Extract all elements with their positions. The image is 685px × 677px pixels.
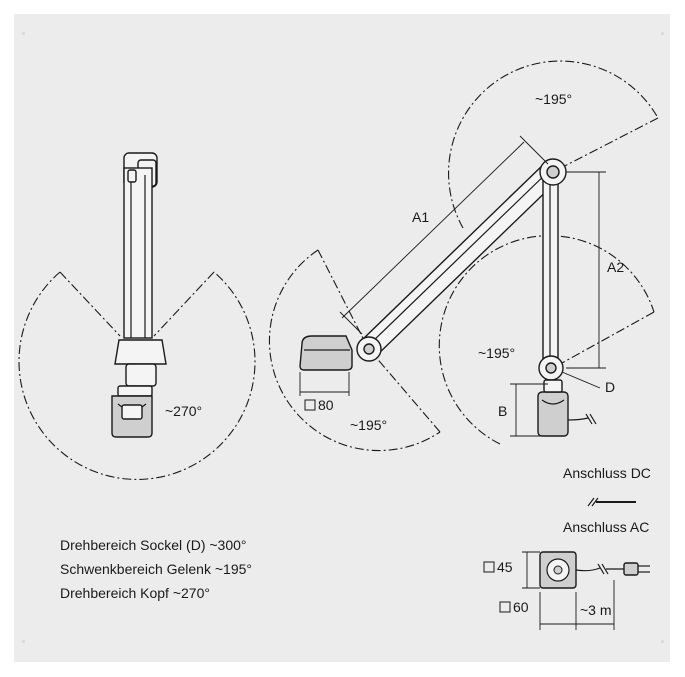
head-rotation-arc: [18, 271, 256, 480]
angle-label-mid: ~195°: [478, 345, 515, 361]
note-joint-swivel: Schwenkbereich Gelenk ~195°: [60, 561, 252, 577]
note-head-rotation: Drehbereich Kopf ~270°: [60, 585, 210, 601]
angle-label-head: ~270°: [165, 403, 202, 419]
upper-arm: [361, 160, 561, 358]
dim-d: D: [605, 379, 615, 395]
side-view-lamp: ~270°: [18, 152, 256, 480]
corner-mark: [22, 32, 25, 35]
corner-mark: [661, 640, 664, 643]
lamp-head: [299, 335, 353, 371]
angle-label-bottom: ~195°: [350, 417, 387, 433]
note-base-rotation: Drehbereich Sockel (D) ~300°: [60, 537, 247, 553]
angle-label-top: ~195°: [535, 91, 572, 107]
label-anschluss-ac: Anschluss AC: [563, 519, 649, 535]
bottom-joint-arc: [268, 249, 441, 452]
dim-square-45: 45: [497, 559, 513, 575]
label-anschluss-dc: Anschluss DC: [563, 465, 651, 481]
dim-cable-length: ~3 m: [580, 602, 612, 618]
corner-mark: [22, 640, 25, 643]
dim-b: B: [498, 403, 507, 419]
lamp-arm: [123, 167, 153, 339]
lamp-joint: [114, 339, 167, 365]
middle-joint-arc: [438, 235, 655, 445]
top-joint-arc: [448, 60, 659, 229]
rotation-notes: Drehbereich Sockel (D) ~300° Schwenkbere…: [60, 533, 252, 605]
dim-a1: A1: [412, 209, 429, 225]
dim-a2: A2: [607, 259, 624, 275]
front-view-lamp: ~195° ~195° ~195°: [268, 60, 659, 452]
connectors: Anschluss DC Anschluss AC 45: [483, 465, 651, 630]
base-clamp: [537, 391, 569, 437]
corner-mark: [661, 32, 664, 35]
dim-square-80: 80: [318, 397, 334, 413]
dim-square-60: 60: [513, 599, 529, 615]
